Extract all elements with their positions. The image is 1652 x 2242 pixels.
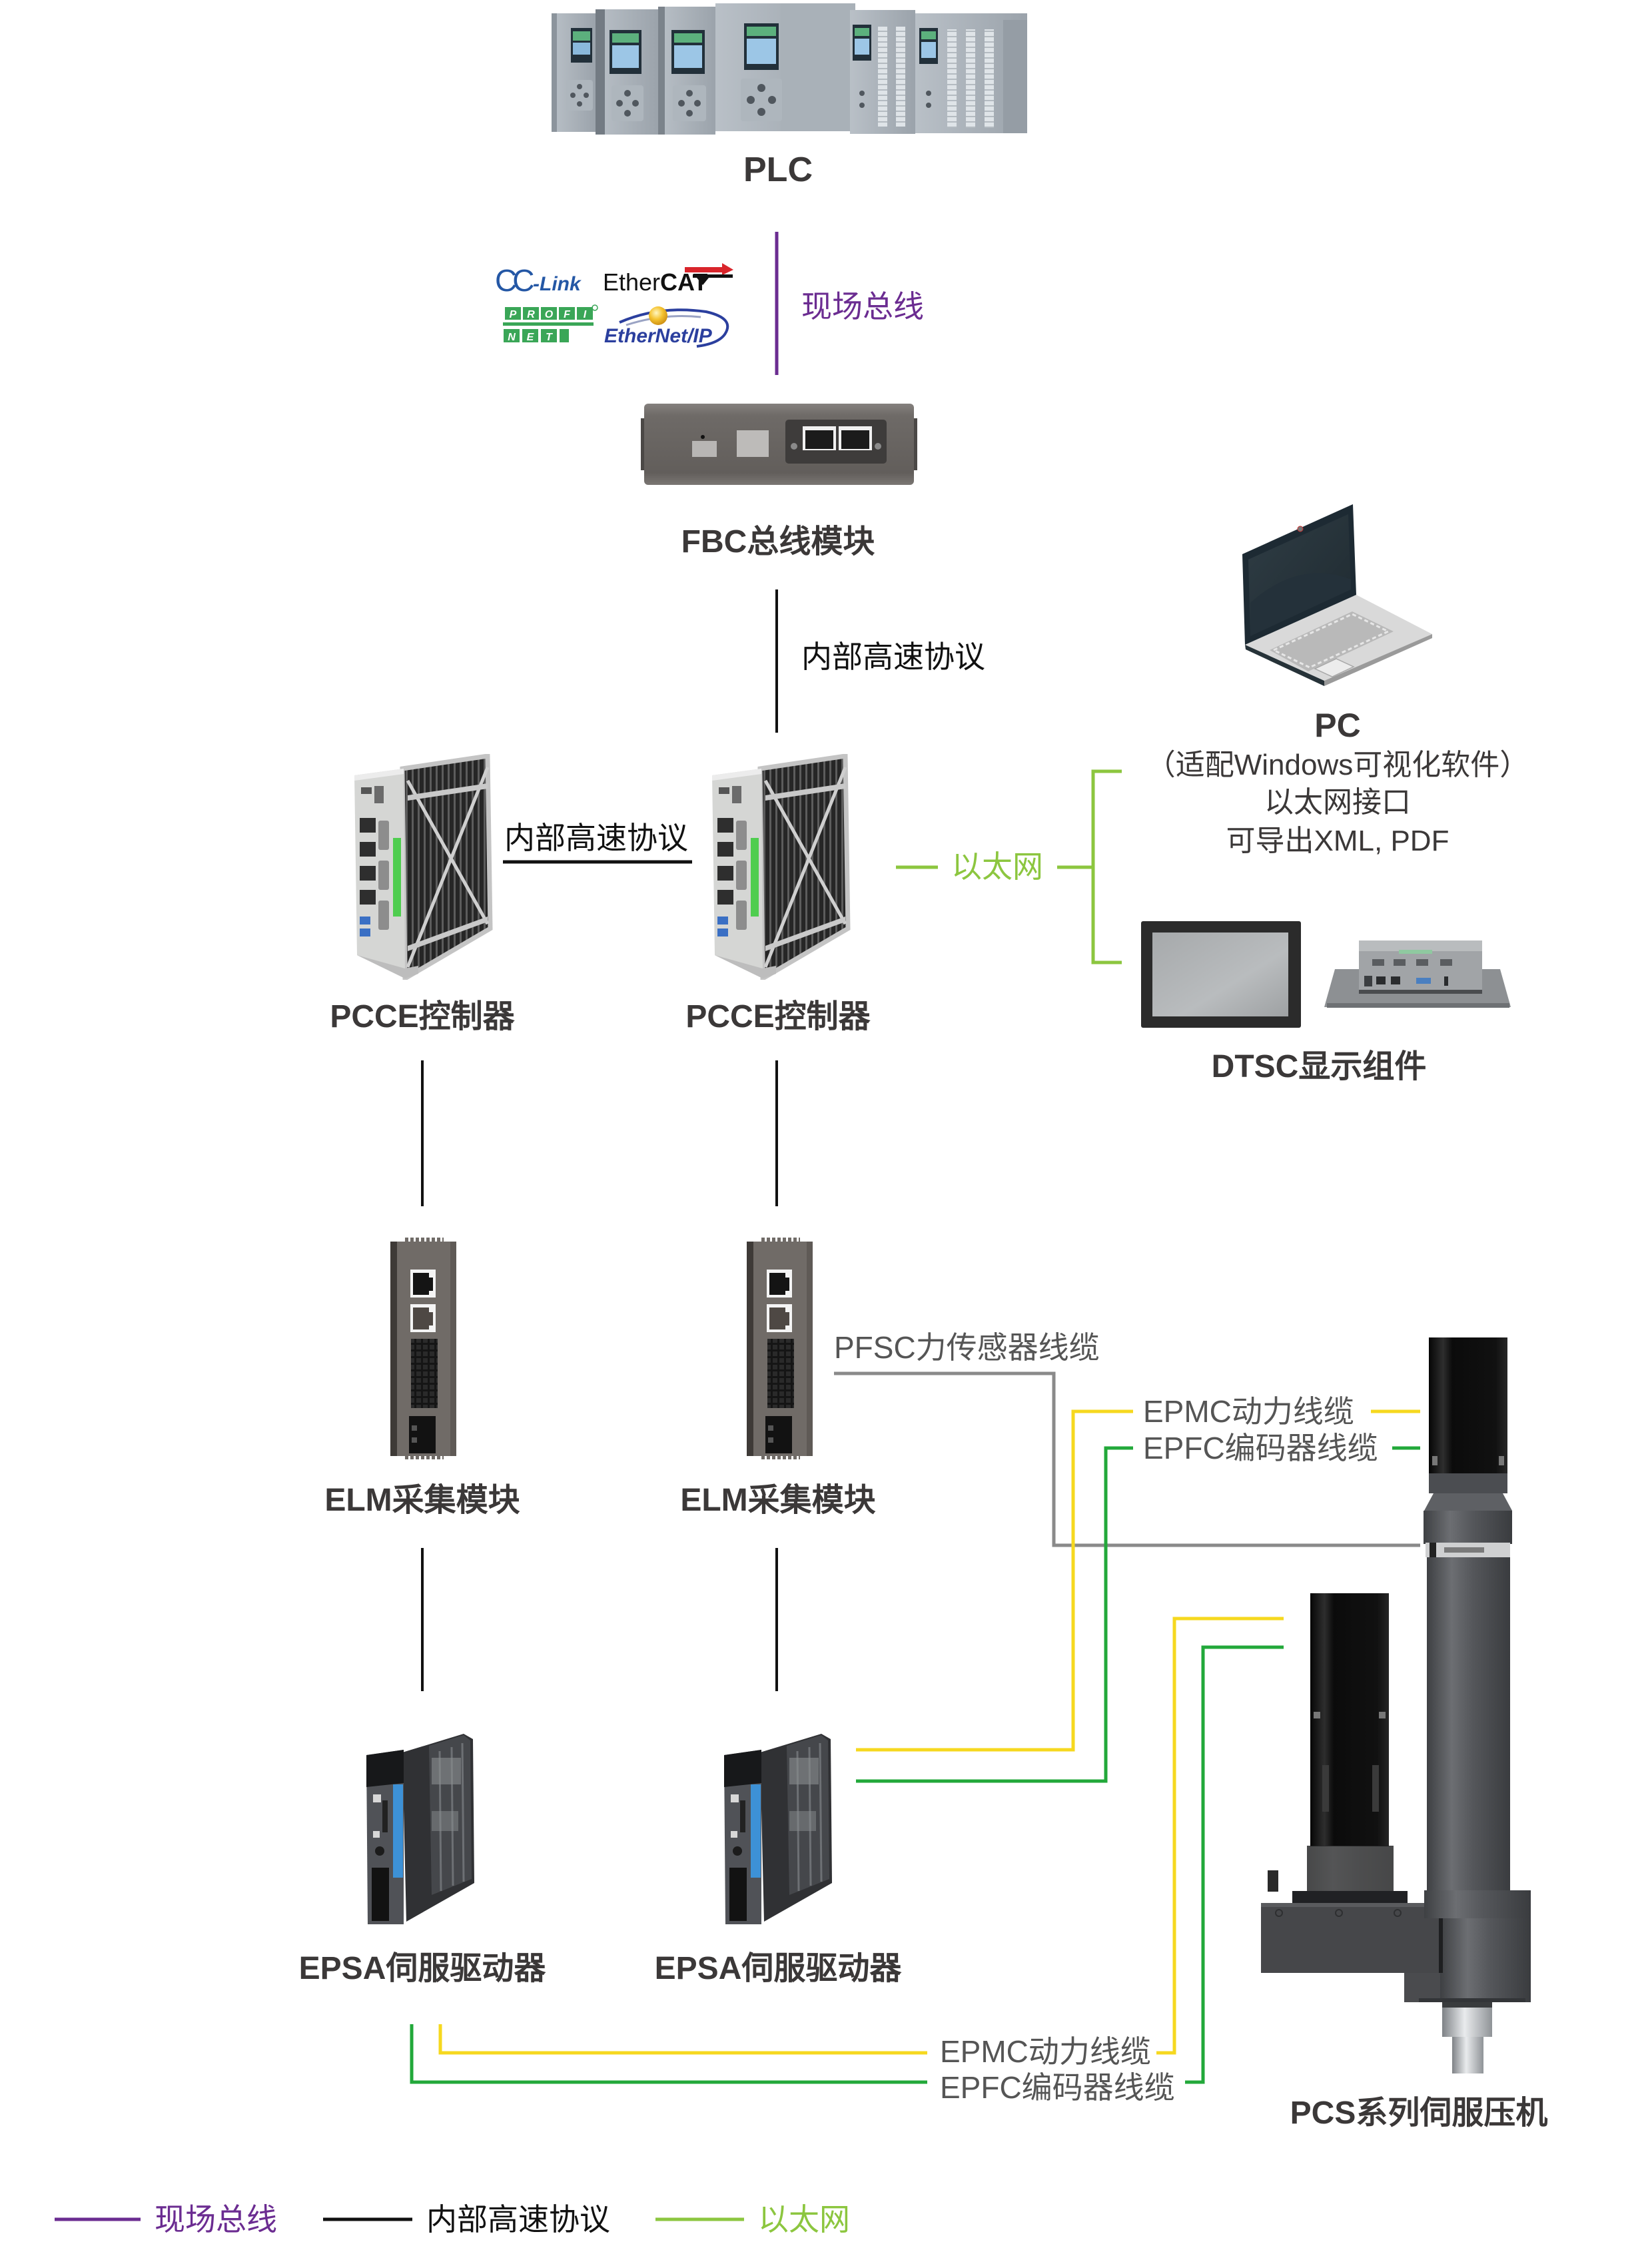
fbc-module-image (641, 404, 917, 485)
pcs-secondary-motor (1292, 1593, 1408, 1903)
pc-title: PC (1314, 707, 1361, 744)
pc-description-line: 可导出XML, PDF (1226, 825, 1449, 857)
legend-label-fieldbus: 现场总线 (155, 2202, 277, 2237)
connections (410, 232, 1420, 2084)
profinet-letter: O (545, 309, 554, 320)
pc-description-line: 以太网接口 (1264, 786, 1411, 819)
profinet-letter: I (584, 309, 587, 320)
plc-io-module (915, 13, 1027, 133)
pcs-press-image (1261, 1337, 1531, 2073)
dtsc-display-image (1141, 921, 1511, 1028)
profinet-logo: P R O F I N E T (503, 304, 598, 343)
epsa-right-image (723, 1732, 833, 1924)
pfsc-cable-line (834, 1371, 1420, 1547)
ethercat-logo: EtherCAT (603, 263, 733, 296)
epsa-left-image (365, 1732, 475, 1924)
profinet-top-row: P R O F I (505, 307, 593, 320)
elm-right-label: ELM采集模块 (680, 1483, 876, 1518)
dtsc-monitor (1141, 921, 1301, 1028)
pcs-rod (1442, 2002, 1492, 2073)
cc-link-suffix: -Link (533, 273, 582, 295)
plc-io-module (850, 10, 915, 134)
profinet-letter: F (564, 309, 571, 320)
plc-module (658, 7, 715, 135)
pc-description-line: （适配Windows可视化软件） (1146, 749, 1529, 781)
legend-label-internal: 内部高速协议 (426, 2202, 610, 2237)
dtsc-label: DTSC显示组件 (1211, 1049, 1427, 1084)
epsa-right-label: EPSA伺服驱动器 (654, 1951, 902, 1986)
upper-power-cable-label: EPMC动力线缆 (1143, 1394, 1354, 1429)
pcce-left-label: PCCE控制器 (330, 999, 515, 1034)
profinet-letter: P (510, 309, 517, 320)
pcs-base (1404, 1890, 1531, 2002)
lower-power-cable-line (438, 2024, 927, 2055)
protocol-logos: CC -Link EtherCAT (495, 263, 733, 348)
lower-encoder-cable-line-motor (1185, 1645, 1284, 2084)
plc-image (552, 3, 1027, 135)
svg-text:EtherCAT: EtherCAT (603, 268, 707, 296)
pfsc-cable-label: PFSC力传感器线缆 (834, 1330, 1100, 1365)
pcs-label: PCS系列伺服压机 (1290, 2095, 1548, 2131)
ethernet-ip-logo: EtherNet/IP (604, 306, 729, 348)
upper-encoder-cable-line (856, 1446, 1133, 1783)
profinet-letter: R (527, 309, 535, 320)
profinet-letter: E (527, 332, 535, 343)
dtsc-panel-pc (1324, 940, 1511, 1008)
pcce-right-label: PCCE控制器 (685, 999, 871, 1034)
pcs-tube (1424, 1511, 1512, 1892)
internal-protocol-label-vertical: 内部高速协议 (801, 639, 985, 674)
lower-encoder-cable-line (410, 2024, 927, 2084)
elm-left-image (390, 1238, 456, 1459)
epsa-left-label: EPSA伺服驱动器 (298, 1951, 546, 1986)
profinet-letter: N (508, 332, 516, 343)
profinet-bottom-row: N E T (504, 329, 569, 343)
cc-link-logo: CC -Link (495, 263, 582, 298)
internal-protocol-label-horizontal: 内部高速协议 (504, 821, 688, 855)
ethernet-label: 以太网 (951, 849, 1043, 884)
ethercat-arrow-icon (685, 263, 733, 285)
lower-power-cable-label: EPMC动力线缆 (940, 2034, 1151, 2069)
ethernet-bracket (1091, 769, 1122, 964)
pcs-gearbox (1261, 1870, 1439, 1973)
svg-text:CC: CC (495, 263, 534, 298)
pcce-right-image (712, 756, 848, 978)
plc-cpu-module (715, 3, 855, 131)
lower-power-cable-line-motor (1156, 1617, 1284, 2055)
plc-module (596, 9, 658, 135)
pc-laptop-image (1242, 504, 1432, 686)
profinet-letter: T (546, 332, 553, 343)
plc-label: PLC (743, 151, 813, 189)
upper-power-cable-line (856, 1409, 1133, 1752)
ethercat-bold: CAT (660, 268, 707, 296)
cc-link-main: CC (495, 263, 534, 298)
ethercat-main: Ether (603, 268, 660, 296)
elm-right-image (747, 1238, 813, 1459)
fbc-label: FBC总线模块 (681, 524, 875, 560)
pcs-main-motor (1424, 1337, 1512, 1511)
lower-encoder-cable-label: EPFC编码器线缆 (940, 2070, 1175, 2105)
ethernet-ip-text: EtherNet/IP (604, 325, 713, 347)
legend-label-ethernet: 以太网 (758, 2202, 850, 2237)
fieldbus-label: 现场总线 (801, 289, 924, 324)
elm-left-label: ELM采集模块 (324, 1483, 520, 1518)
svg-text:-Link: -Link (533, 273, 582, 295)
pcce-left-image (354, 756, 490, 978)
plc-module (552, 13, 596, 132)
upper-encoder-cable-label: EPFC编码器线缆 (1143, 1431, 1378, 1465)
